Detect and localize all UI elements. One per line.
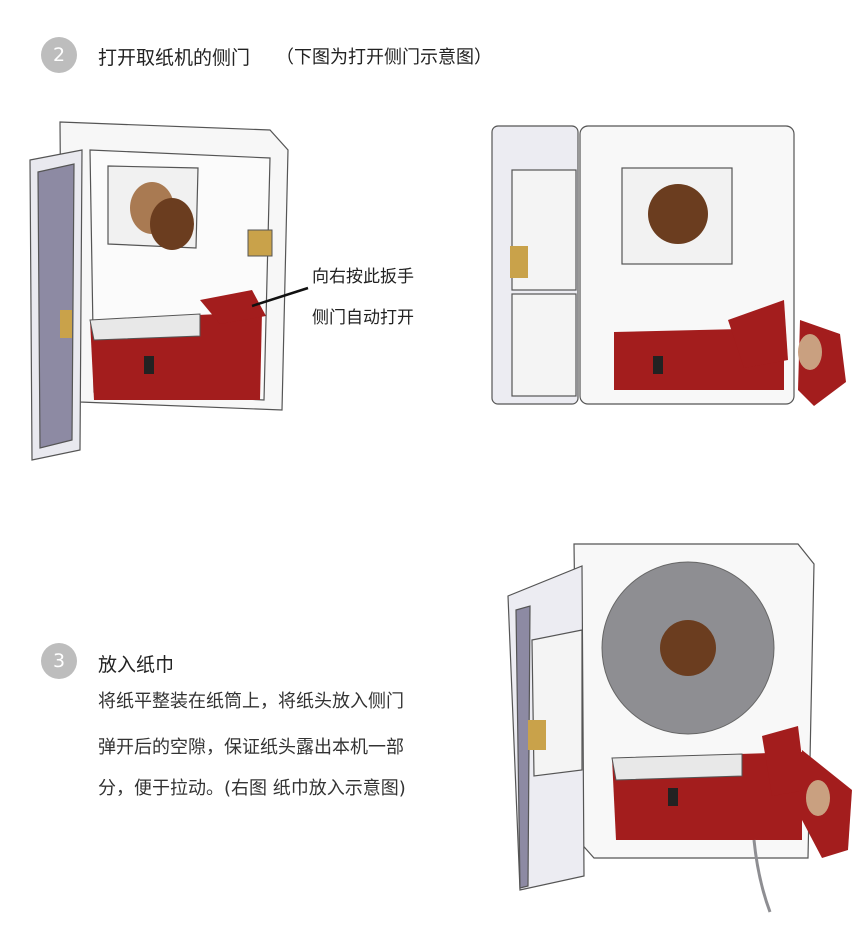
step-3-body-line-3: 分，便于拉动。(右图 纸巾放入示意图)	[98, 778, 406, 799]
step-3-title: 放入纸巾	[98, 654, 175, 676]
step-3-body-line-1: 将纸平整装在纸筒上，将纸头放入侧门	[98, 691, 404, 712]
lever-callout-line-2: 侧门自动打开	[312, 308, 414, 328]
step-2-title: 打开取纸机的侧门	[98, 47, 251, 69]
paper-loaded-illustration	[507, 543, 852, 913]
lever-callout-line-1: 向右按此扳手	[312, 267, 414, 287]
open-door-illustration	[29, 121, 309, 461]
step-3-badge: 3	[41, 643, 77, 679]
front-view-illustration	[491, 125, 846, 406]
step-2-badge: 2	[41, 37, 77, 73]
step-2-note: （下图为打开侧门示意图）	[276, 47, 492, 68]
step-3-body-line-2: 弹开后的空隙，保证纸头露出本机一部	[98, 737, 404, 758]
